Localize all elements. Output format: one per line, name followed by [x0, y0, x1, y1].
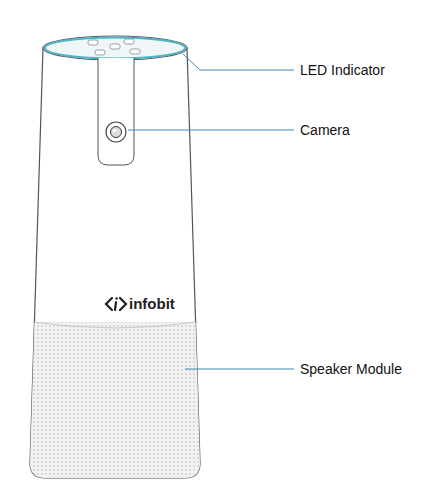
top-cap — [43, 36, 187, 60]
callout-label: Speaker Module — [300, 361, 402, 377]
logo-icon — [106, 298, 126, 310]
camera-lens — [106, 122, 126, 142]
camera-panel — [98, 58, 134, 165]
callout-label: Camera — [300, 122, 350, 138]
brand-logo: infobit — [129, 296, 175, 312]
led-ring — [45, 38, 185, 59]
speaker-grill — [20, 322, 220, 482]
callout-label: LED Indicator — [300, 62, 385, 78]
leader-lines — [128, 54, 294, 369]
top-buttons — [88, 39, 140, 55]
